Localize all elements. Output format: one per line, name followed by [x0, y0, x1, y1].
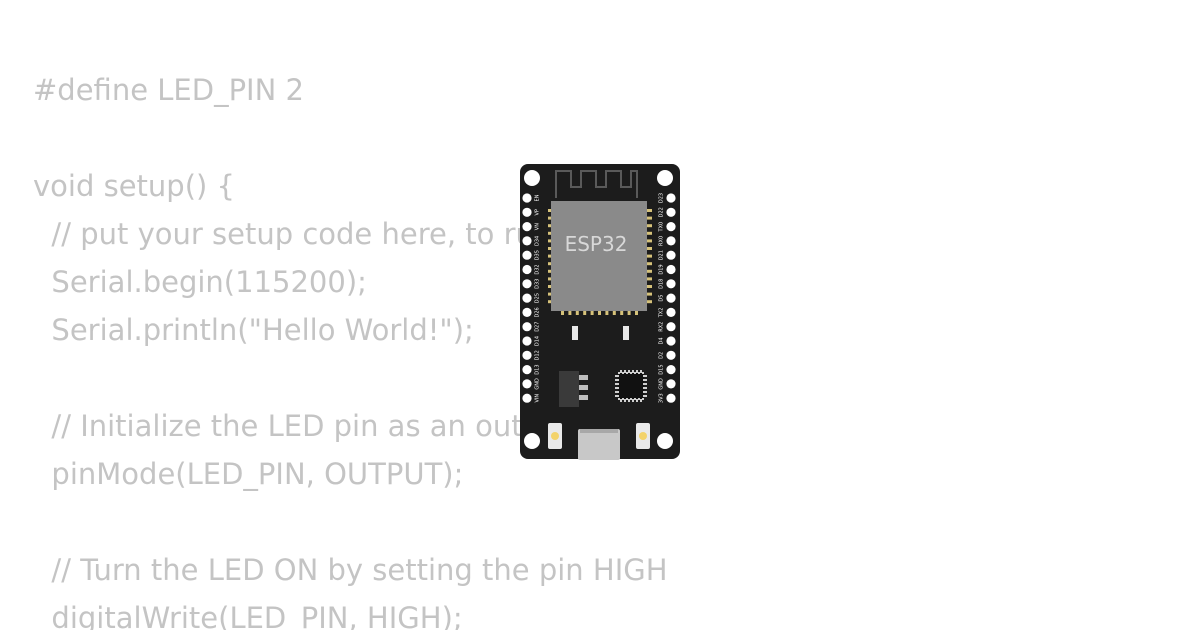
header-pin: [522, 336, 532, 346]
pin-label: D19: [659, 264, 665, 274]
micro-usb-port: [578, 429, 620, 460]
header-pin: [666, 264, 676, 275]
pin-label: D2: [659, 352, 665, 359]
pin-label: VIN: [535, 394, 541, 403]
usb-uart-chip: [615, 370, 647, 402]
header-pin: [666, 250, 676, 260]
code-line: Serial.println("Hello World!");: [33, 313, 474, 347]
pin-label: D34: [535, 236, 541, 246]
pin-label: D15: [659, 364, 665, 374]
mounting-hole: [657, 433, 673, 449]
header-pin: [522, 207, 532, 217]
pin-label: D26: [535, 307, 541, 317]
pin-label: D5: [659, 295, 665, 302]
pin-label: D14: [535, 336, 541, 346]
pin-label: RX0: [659, 236, 665, 246]
header-pin: [666, 350, 676, 360]
code-line: digitalWrite(LED_PIN, HIGH);: [33, 601, 463, 630]
mounting-hole: [524, 433, 540, 449]
code-line: Serial.begin(115200);: [33, 265, 367, 299]
pin-label: VN: [535, 223, 541, 230]
code-line: [33, 114, 668, 162]
header-pin: [666, 336, 676, 346]
boot-button: [636, 423, 650, 449]
pin-headers: [522, 193, 676, 403]
header-pin: [666, 236, 676, 246]
mounting-hole: [524, 170, 540, 186]
header-pin: [522, 236, 532, 246]
pin-label: D22: [659, 207, 665, 217]
header-pin: [522, 293, 532, 303]
pin-label: D27: [535, 322, 541, 332]
voltage-regulator: [559, 371, 588, 407]
header-pin: [666, 322, 676, 332]
smd-resistor: [572, 326, 578, 340]
esp32-board: ESP32: [519, 163, 681, 460]
esp32-chip: [551, 201, 647, 311]
header-pin: [666, 207, 676, 217]
pin-label: D21: [659, 250, 665, 260]
pin-label: D25: [535, 293, 541, 303]
header-pin: [522, 365, 532, 375]
code-line: void setup() {: [33, 169, 235, 203]
pin-label: D12: [535, 350, 541, 360]
header-pin: [666, 293, 676, 303]
pin-label: TX2: [659, 308, 665, 319]
pin-label: RX2: [659, 322, 665, 332]
pin-label: D32: [535, 264, 541, 274]
code-line: // Turn the LED ON by setting the pin HI…: [33, 553, 668, 587]
pin-label: D23: [659, 193, 665, 203]
header-pin: [522, 379, 532, 389]
header-pin: [522, 350, 532, 360]
antenna-trace: [555, 170, 638, 198]
code-line: pinMode(LED_PIN, OUTPUT);: [33, 457, 464, 491]
header-pin: [522, 393, 532, 403]
pin-label: EN: [535, 194, 541, 201]
code-line: #define LED_PIN 2: [33, 73, 304, 107]
header-pin: [666, 222, 676, 232]
header-pin: [522, 307, 532, 317]
pin-label: D13: [535, 364, 541, 374]
pin-label: GND: [659, 378, 665, 390]
pin-label: GND: [535, 378, 541, 390]
pin-label: VP: [535, 209, 541, 215]
header-pin: [522, 193, 532, 203]
esp32-board-graphic: ESP32: [520, 164, 680, 460]
pin-label: TX0: [659, 222, 665, 233]
header-pin: [522, 322, 532, 332]
header-pin: [666, 379, 676, 389]
header-pin: [522, 264, 532, 275]
header-pin: [666, 193, 676, 203]
mounting-hole: [657, 170, 673, 186]
header-pin: [666, 279, 676, 289]
pin-label: D4: [659, 337, 665, 344]
header-pin: [522, 222, 532, 232]
pin-label: D18: [659, 279, 665, 289]
code-line: [33, 498, 668, 546]
header-pin: [666, 393, 676, 403]
pin-label: D35: [535, 250, 541, 260]
pin-label: D33: [535, 279, 541, 289]
header-pin: [666, 307, 676, 317]
header-pin: [522, 279, 532, 289]
header-pin: [666, 365, 676, 375]
chip-label: ESP32: [565, 232, 628, 256]
smd-resistor: [623, 326, 629, 340]
pin-label: 3V3: [659, 393, 665, 403]
header-pin: [522, 250, 532, 260]
en-button: [548, 423, 562, 449]
